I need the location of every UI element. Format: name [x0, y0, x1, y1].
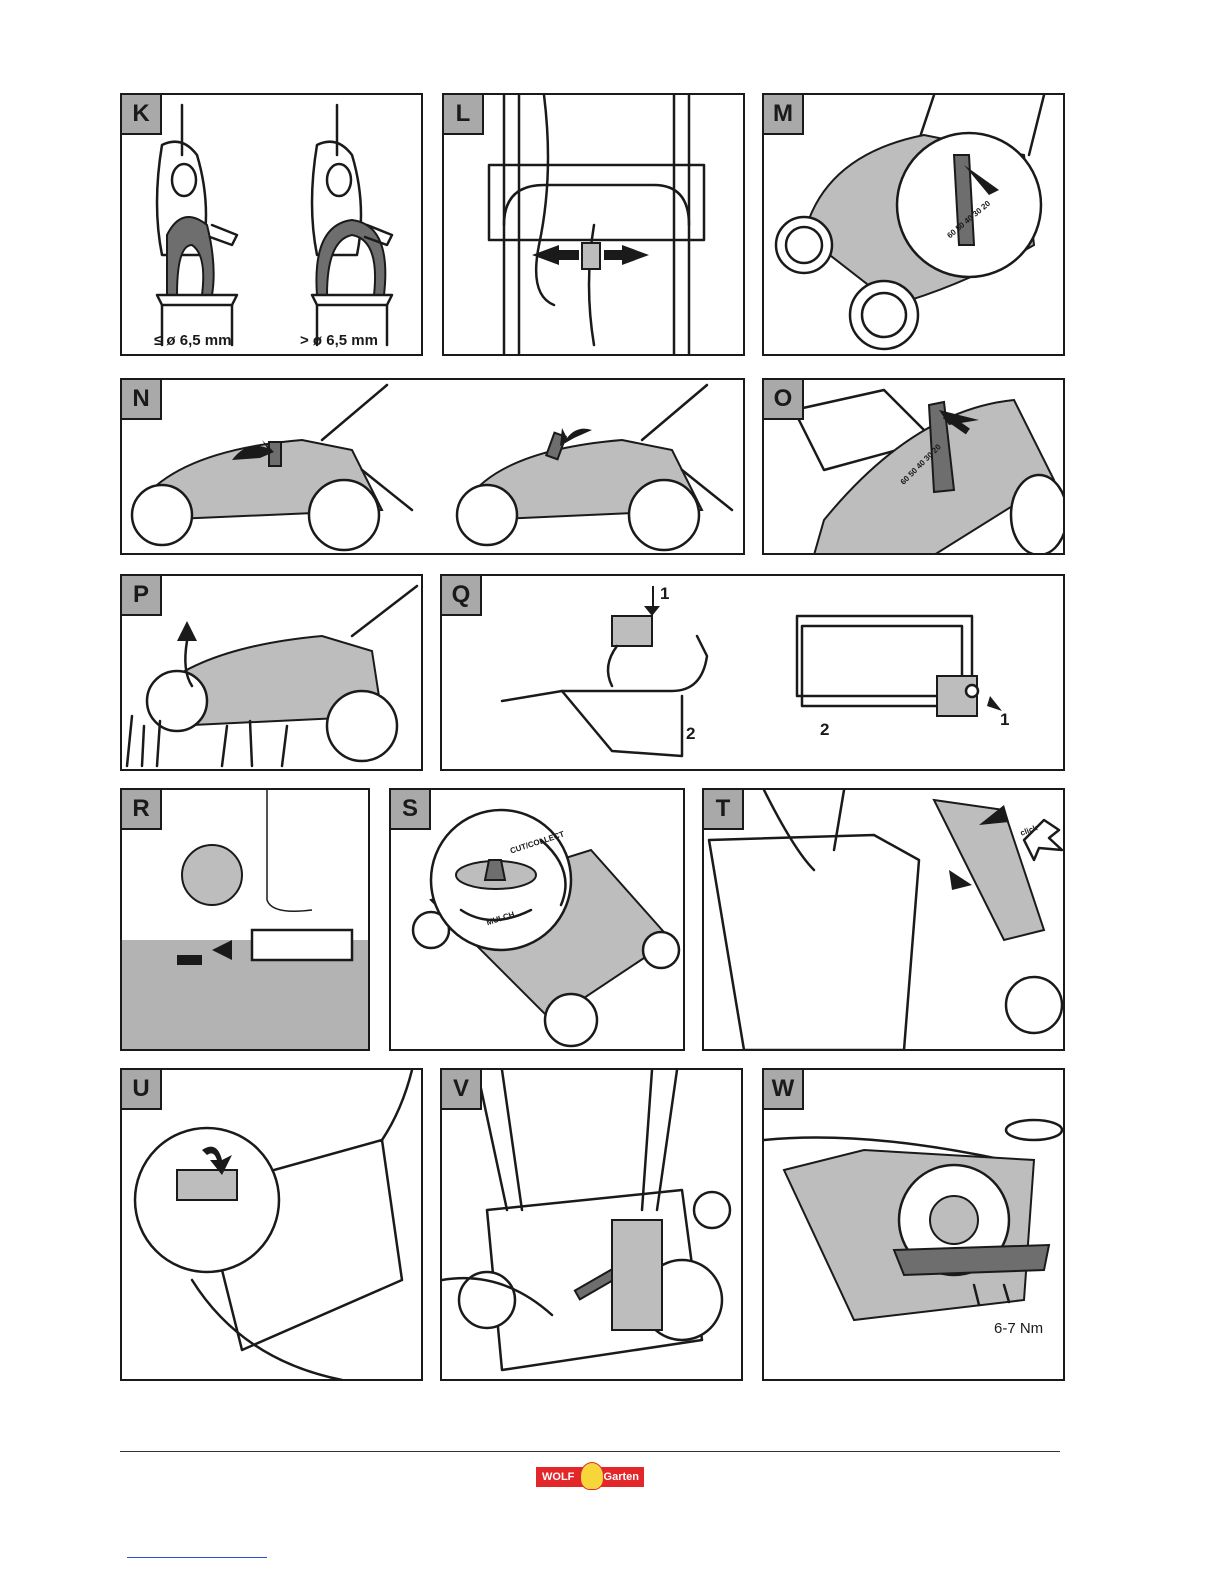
panel-k: K ≤ ø 6,5 mm > ø 6,5 mm — [120, 93, 423, 356]
height-adjust-lever-illustration — [764, 95, 1065, 356]
panel-l-tag: L — [444, 95, 484, 135]
small-cable-diameter-label: ≤ ø 6,5 mm — [154, 332, 231, 349]
large-cable-diameter-label: > ø 6,5 mm — [300, 332, 378, 349]
panel-q-tag: Q — [442, 576, 482, 616]
logo-garten-text: Garten — [604, 1467, 639, 1487]
q-step-1-right: 1 — [1000, 710, 1009, 730]
panel-k-tag: K — [122, 95, 162, 135]
panel-m-tag: M — [764, 95, 804, 135]
fill-indicator-illustration — [122, 1070, 423, 1381]
panel-s-tag: S — [391, 790, 431, 830]
lever-positions-illustration — [122, 380, 745, 555]
q-step-2-left: 2 — [686, 724, 695, 744]
panel-v-tag: V — [442, 1070, 482, 1110]
panel-t-tag: T — [704, 790, 744, 830]
panel-t: T click — [702, 788, 1065, 1051]
mulch-selector-illustration — [391, 790, 685, 1051]
torque-label: 6-7 Nm — [994, 1320, 1043, 1337]
panel-n-tag: N — [122, 380, 162, 420]
q-step-2-right: 2 — [820, 720, 829, 740]
panel-s: S CUT/COLLECT MULCH — [389, 788, 685, 1051]
panel-w-tag: W — [764, 1070, 804, 1110]
fox-icon — [580, 1462, 604, 1490]
tilt-mower-illustration — [122, 576, 423, 771]
cable-hook-illustration — [122, 95, 423, 356]
footer-rule — [120, 1451, 1060, 1452]
cleaning-brush-illustration — [442, 1070, 743, 1381]
grass-bag-attach-illustration — [704, 790, 1065, 1051]
panel-m: M 60 50 40 30 20 — [762, 93, 1065, 356]
q-step-1-left: 1 — [660, 584, 669, 604]
panel-o-tag: O — [764, 380, 804, 420]
cable-strain-relief-illustration — [444, 95, 745, 356]
panel-p-tag: P — [122, 576, 162, 616]
footer-link-underline[interactable] — [127, 1557, 267, 1558]
panel-r-tag: R — [122, 790, 162, 830]
panel-v: V — [440, 1068, 743, 1381]
handle-release-illustration — [442, 576, 1065, 771]
panel-o: O 60 50 40 30 20 — [762, 378, 1065, 555]
panel-w: W 6-7 Nm — [762, 1068, 1065, 1381]
panel-p: P — [120, 574, 423, 771]
panel-n: N — [120, 378, 745, 555]
panel-r: R — [120, 788, 370, 1051]
panel-l: L — [442, 93, 745, 356]
logo-wolf-text: WOLF — [542, 1467, 574, 1487]
panel-u: U — [120, 1068, 423, 1381]
panel-u-tag: U — [122, 1070, 162, 1110]
wolf-garten-logo: WOLF Garten — [536, 1467, 644, 1487]
panel-q: Q 1 2 2 1 — [440, 574, 1065, 771]
